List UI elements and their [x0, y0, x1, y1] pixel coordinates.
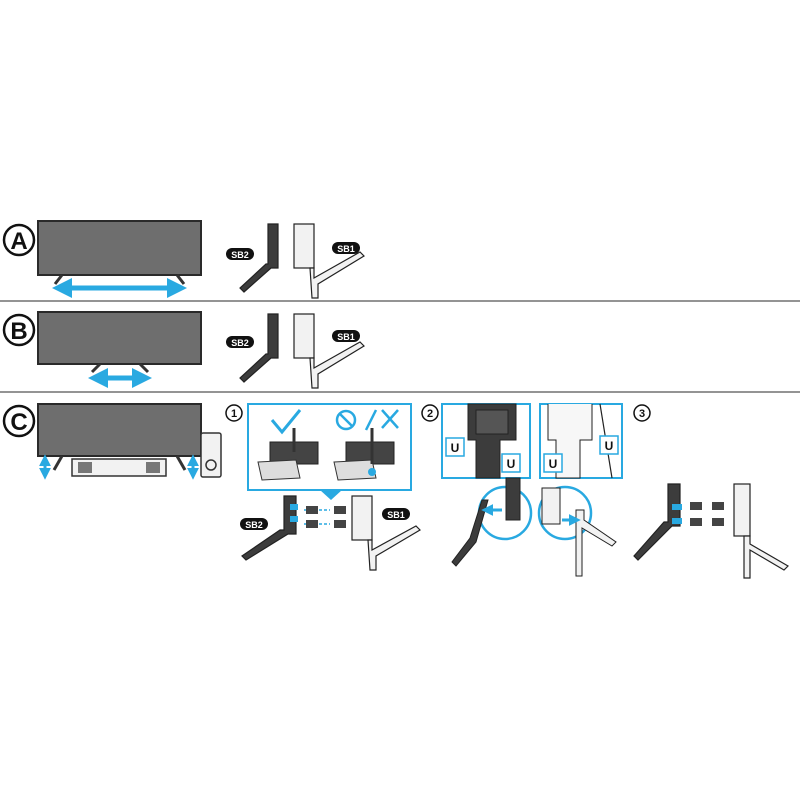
screw — [690, 518, 702, 526]
check-icon — [270, 409, 302, 435]
marker-u: U — [451, 441, 460, 455]
soundbar-grille — [78, 462, 92, 473]
section-letter: A — [10, 228, 27, 255]
step-number: 2 — [427, 408, 433, 420]
stand-foot — [138, 362, 150, 374]
section-c: C 1 — [2, 403, 789, 579]
step-number: 1 — [231, 408, 237, 420]
assembled-stand-parts — [633, 483, 789, 579]
bracket-insert-correct — [257, 428, 319, 481]
zoom-circle — [537, 485, 593, 541]
step-2: 2 U U U U — [421, 403, 623, 577]
stand-parts-illustration: SB2 SB1 — [226, 223, 365, 299]
step-number: 3 — [639, 408, 645, 420]
prohibited-icon — [335, 409, 357, 431]
stand-parts-illustration: SB2 SB1 — [226, 313, 365, 389]
stand-foot — [175, 455, 187, 471]
screw — [712, 518, 724, 526]
part-label-left: SB2 — [245, 520, 263, 530]
zoom-circle — [477, 485, 533, 541]
screw — [334, 506, 346, 514]
part-label-right: SB1 — [337, 332, 355, 342]
stand-foot — [90, 362, 102, 374]
section-letter: B — [10, 318, 27, 345]
step-3: 3 — [633, 404, 789, 579]
screw — [306, 506, 318, 514]
stand-foot — [53, 274, 64, 285]
screw — [712, 502, 724, 510]
stand-foot — [175, 274, 186, 285]
screw — [334, 520, 346, 528]
screw — [306, 520, 318, 528]
part-label-right: SB1 — [337, 244, 355, 254]
section-b: B SB2 SB1 — [2, 311, 365, 389]
bracket-insert-wrong — [333, 428, 395, 481]
marker-u: U — [549, 457, 558, 471]
stand-foot — [52, 455, 64, 471]
part-label-right: SB1 — [387, 510, 405, 520]
screw — [690, 502, 702, 510]
stand-parts-with-screws: SB2 SB1 — [240, 495, 421, 571]
marker-u: U — [507, 457, 516, 471]
slash-divider — [364, 409, 378, 431]
step-1: 1 — [225, 403, 421, 571]
subwoofer — [200, 432, 222, 478]
tv-illustration — [37, 403, 202, 471]
callout-pointer — [320, 490, 342, 500]
part-label-left: SB2 — [231, 250, 249, 260]
soundbar — [71, 458, 167, 477]
tv-illustration — [37, 220, 202, 285]
section-letter: C — [10, 409, 27, 436]
section-a: A SB2 SB1 — [2, 220, 365, 299]
tv-illustration — [37, 311, 202, 374]
marker-u: U — [605, 439, 614, 453]
part-label-left: SB2 — [231, 338, 249, 348]
cross-icon — [381, 409, 399, 429]
soundbar-grille — [146, 462, 160, 473]
